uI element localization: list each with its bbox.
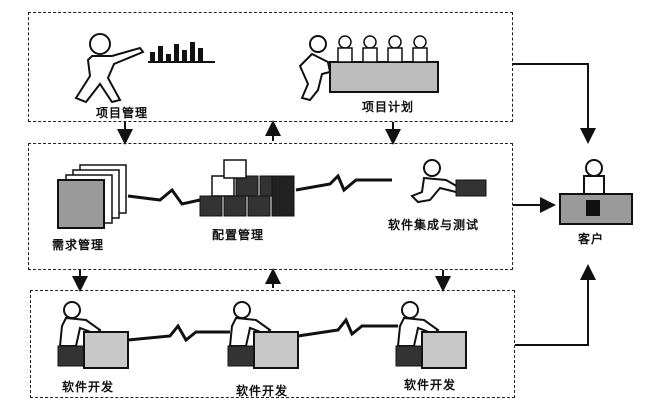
person-lifting-box-icon [410, 159, 487, 204]
customer-at-desk-icon [559, 159, 633, 225]
dev-2-label: 软件开发 [236, 384, 289, 398]
developer-at-desk-icon [57, 301, 129, 369]
bar-chart-icon [148, 42, 215, 63]
project-plan-label: 项目计划 [362, 100, 415, 114]
customer-label: 客户 [578, 232, 605, 246]
dev-3-label: 软件开发 [404, 378, 457, 392]
requirements-management-label: 需求管理 [52, 238, 105, 252]
document-stack-icon [57, 164, 127, 229]
flow-arrows [72, 63, 596, 346]
lightning-connector [127, 173, 398, 343]
developer-at-desk-icon [227, 301, 299, 369]
dev-1-label: 软件开发 [62, 380, 115, 394]
configuration-management-label: 配置管理 [212, 228, 265, 242]
integration-testing-label: 软件集成与测试 [388, 218, 480, 232]
block-stack-icon [199, 159, 295, 217]
project-management-label: 项目管理 [96, 106, 149, 120]
developer-at-desk-icon [395, 301, 467, 369]
person-pointing-icon [74, 33, 145, 104]
team-pushing-table-icon [298, 35, 439, 102]
